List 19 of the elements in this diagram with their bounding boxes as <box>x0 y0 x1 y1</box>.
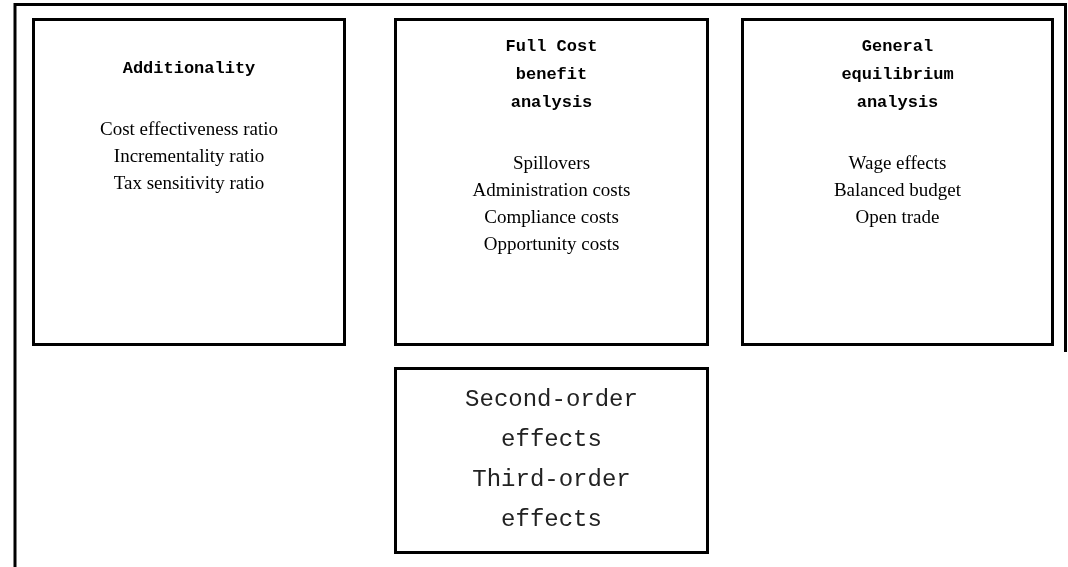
list-item: Incrementality ratio <box>113 144 265 168</box>
list-item: Second-order effects <box>464 385 639 455</box>
box-heading: Full Cost benefit analysis <box>504 36 599 114</box>
box-heading: General equilibrium analysis <box>840 36 955 114</box>
list-item: Wage effects <box>848 151 947 175</box>
list-item: Cost effectiveness ratio <box>100 117 278 141</box>
list-item: Compliance costs <box>484 205 619 229</box>
box-heading: Additionality <box>121 58 257 80</box>
text-box <box>32 18 346 346</box>
text-box <box>741 18 1054 346</box>
list-item: Balanced budget <box>833 178 962 202</box>
list-item: Third-order effects <box>471 465 632 535</box>
list-item: Administration costs <box>472 178 631 202</box>
list-item: Tax sensitivity ratio <box>113 171 265 195</box>
list-item: Open trade <box>855 205 940 229</box>
text-box <box>394 367 709 554</box>
list-item: Spillovers <box>512 151 591 175</box>
text-box <box>394 18 709 346</box>
list-item: Opportunity costs <box>483 232 620 256</box>
